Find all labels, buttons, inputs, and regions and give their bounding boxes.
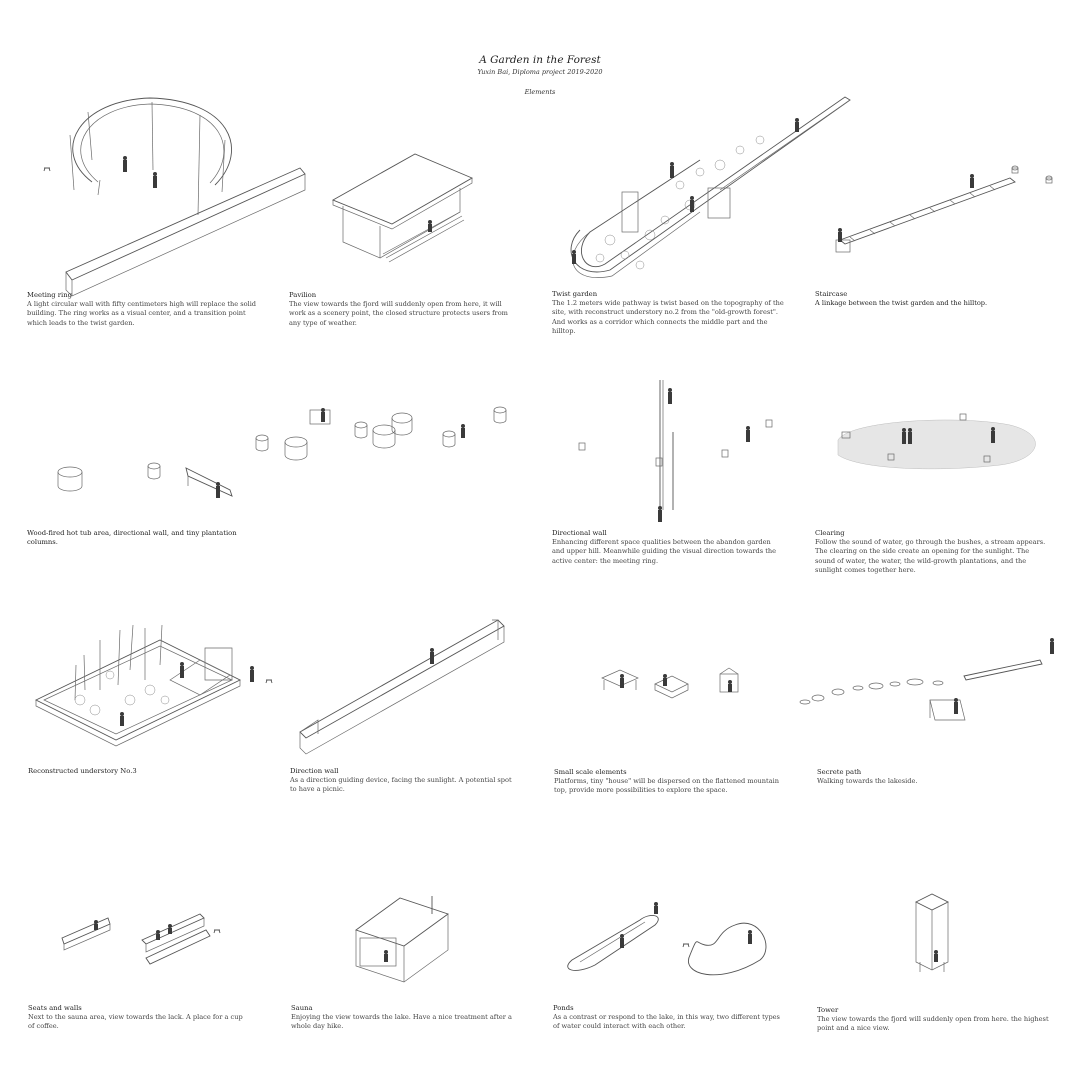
hot-tub-drawing: [57, 406, 507, 498]
seats-walls-drawing: [61, 913, 221, 965]
caption-clearing: Clearing Follow the sound of water, go t…: [815, 529, 1050, 575]
twist-garden-drawing: [570, 96, 851, 278]
sauna-drawing: [355, 896, 449, 983]
caption-desc: The view towards the fjord will suddenly…: [289, 300, 508, 327]
caption-title: Twist garden: [552, 290, 598, 298]
caption-staircase: Staircase A linkage between the twist ga…: [815, 290, 1055, 308]
staircase-drawing: [835, 165, 1053, 253]
page-title: A Garden in the Forest: [479, 54, 601, 66]
caption-desc: Platforms, tiny "house" will be disperse…: [554, 777, 779, 795]
caption-desc: The 1.2 meters wide pathway is twist bas…: [552, 299, 784, 335]
small-elements-drawing: [601, 667, 739, 699]
caption-pavilion: Pavilion The view towards the fjord will…: [289, 291, 515, 328]
caption-tower: Tower The view towards the fjord will su…: [817, 1006, 1049, 1034]
ponds-drawing: [567, 902, 767, 976]
caption-desc: Enhancing different space qualities betw…: [552, 538, 776, 565]
caption-seats-walls: Seats and walls Next to the sauna area, …: [28, 1004, 250, 1032]
caption-twist-garden: Twist garden The 1.2 meters wide pathway…: [552, 290, 784, 336]
caption-direction-wall: Direction wall As a direction guiding de…: [290, 767, 512, 795]
understory-drawing: [34, 624, 273, 747]
caption-title: Small scale elements: [554, 768, 627, 776]
pavilion-drawing: [331, 153, 474, 263]
caption-title: Sauna: [291, 1004, 313, 1012]
caption-desc: The view towards the fjord will suddenly…: [817, 1015, 1049, 1033]
caption-title: Staircase: [815, 290, 848, 298]
secrete-path-drawing: [799, 638, 1054, 721]
caption-title: Seats and walls: [28, 1004, 82, 1012]
meeting-ring-drawing: [43, 97, 306, 297]
caption-title: Reconstructed understory No.3: [28, 767, 137, 775]
caption-sauna: Sauna Enjoying the view towards the lake…: [291, 1004, 519, 1032]
caption-desc: A linkage between the twist garden and t…: [815, 299, 988, 308]
caption-desc: Enjoying the view towards the lake. Have…: [291, 1013, 512, 1031]
caption-title: Directional wall: [552, 529, 607, 537]
tower-drawing: [914, 893, 950, 972]
caption-desc: As a direction guiding device, facing th…: [290, 776, 512, 794]
header: A Garden in the Forest Yuxin Bai, Diplom…: [0, 54, 1080, 96]
caption-understory: Reconstructed understory No.3: [28, 767, 238, 776]
caption-title: Direction wall: [290, 767, 339, 775]
caption-title: Ponds: [553, 1004, 574, 1012]
page-subtitle: Yuxin Bai, Diploma project 2019-2020: [477, 68, 603, 76]
section-label: Elements: [524, 88, 556, 96]
direction-wall-drawing: [299, 619, 505, 755]
caption-small-elements: Small scale elements Platforms, tiny "ho…: [554, 768, 786, 796]
caption-desc: As a contrast or respond to the lake, in…: [553, 1013, 780, 1031]
caption-title: Pavilion: [289, 291, 317, 299]
caption-secrete-path: Secrete path Walking towards the lakesid…: [817, 768, 1047, 786]
caption-title: Tower: [817, 1006, 839, 1014]
caption-desc: Follow the sound of water, go through th…: [815, 538, 1046, 574]
caption-directional-wall: Directional wall Enhancing different spa…: [552, 529, 784, 566]
caption-title: Meeting ring: [27, 291, 72, 299]
caption-hot-tub: Wood-fired hot tub area, directional wal…: [27, 529, 237, 547]
caption-meeting-ring: Meeting ring A light circular wall with …: [27, 291, 259, 328]
caption-desc: Next to the sauna area, view towards the…: [28, 1013, 243, 1031]
caption-desc: Walking towards the lakeside.: [817, 777, 918, 786]
directional-wall-drawing: [578, 380, 773, 522]
clearing-drawing: [837, 413, 1036, 470]
caption-title: Clearing: [815, 529, 845, 537]
caption-title: Secrete path: [817, 768, 862, 776]
caption-ponds: Ponds As a contrast or respond to the la…: [553, 1004, 785, 1032]
caption-title: Wood-fired hot tub area, directional wal…: [27, 529, 237, 547]
caption-desc: A light circular wall with fifty centime…: [27, 300, 257, 327]
